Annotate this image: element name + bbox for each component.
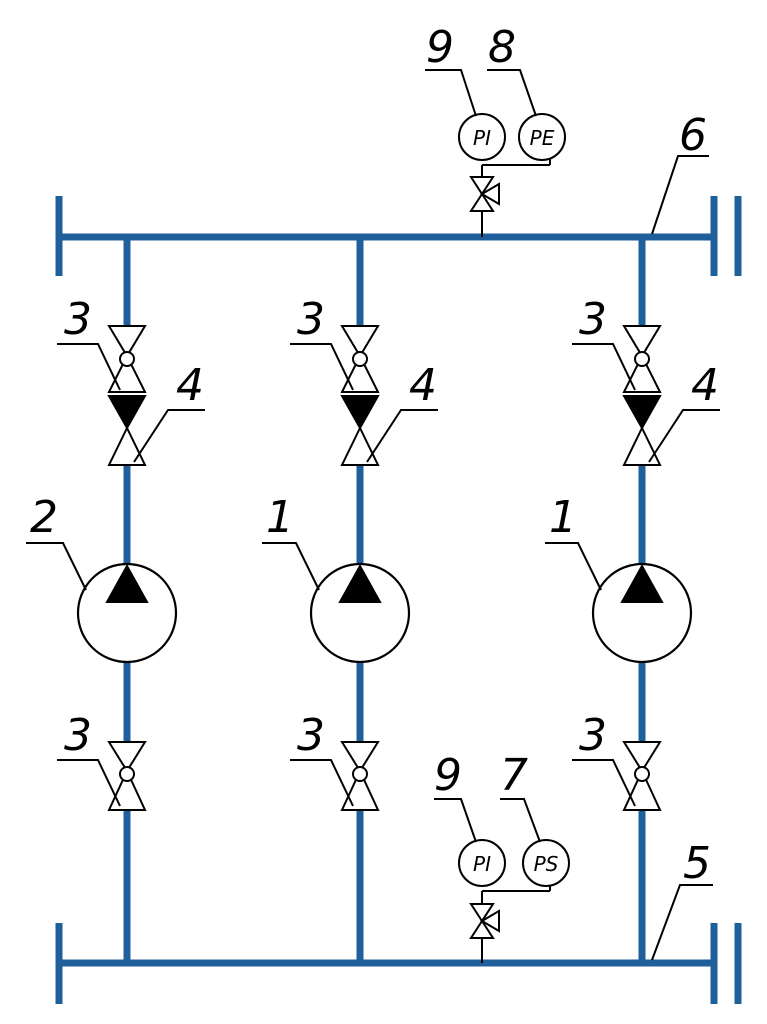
leader-line (545, 542, 602, 591)
pressure-switch-code: PS (534, 852, 559, 876)
check-valve (107, 395, 147, 431)
three-way-valve (469, 192, 495, 212)
shutoff-valve (340, 353, 380, 393)
leader-line (572, 759, 636, 807)
label-pressure-indicator-top: 9 (426, 22, 454, 73)
pressure-indicator-circle (458, 839, 506, 887)
label-shutoff-valve: 3 (579, 294, 607, 345)
label-suction-header: 5 (683, 838, 711, 889)
leader-line (500, 798, 541, 843)
leader-line (366, 409, 438, 463)
leader-line (434, 798, 477, 843)
label-discharge-header: 6 (679, 110, 707, 161)
shutoff-valve-ball (352, 351, 368, 367)
label-pressure-element: 8 (488, 22, 516, 73)
shutoff-valve-ball (634, 766, 650, 782)
leader-line (57, 759, 121, 807)
leader-line (133, 409, 205, 463)
check-valve (622, 395, 662, 431)
leader-line (648, 409, 720, 463)
check-valve (340, 425, 380, 466)
three-way-valve (480, 909, 500, 933)
leader-line (290, 759, 354, 807)
three-way-valve (480, 182, 500, 206)
shutoff-valve-ball (119, 766, 135, 782)
pressure-indicator-code: PI (473, 126, 491, 150)
pump-arrow (338, 563, 382, 603)
shutoff-valve (622, 325, 662, 358)
shutoff-valve (107, 325, 147, 358)
shutoff-valve (107, 353, 147, 393)
pressure-switch-circle (522, 839, 570, 887)
shutoff-valve (340, 325, 380, 358)
label-pressure-indicator-bottom: 9 (434, 750, 462, 801)
pump-arrow (105, 563, 149, 603)
leader-line (487, 69, 537, 117)
leader-line (425, 69, 477, 117)
instrument-group-top: PI PE 9 8 (425, 22, 566, 237)
leader-line (262, 542, 320, 591)
branch-left (76, 237, 178, 963)
label-shutoff-valve: 3 (64, 294, 92, 345)
label-shutoff-valve: 3 (297, 294, 325, 345)
leader-line (57, 343, 121, 391)
label-shutoff-valve: 3 (64, 710, 92, 761)
leader-line (572, 343, 636, 391)
shutoff-valve-ball (634, 351, 650, 367)
shutoff-valve (340, 741, 380, 773)
leader-line (290, 343, 354, 391)
label-check-valve: 4 (176, 360, 204, 411)
pressure-indicator-code: PI (473, 852, 491, 876)
branch-right (591, 237, 693, 963)
shutoff-valve (622, 353, 662, 393)
shutoff-valve (622, 741, 662, 773)
label-shutoff-valve: 3 (297, 710, 325, 761)
shutoff-valve-ball (119, 351, 135, 367)
label-check-valve: 4 (691, 360, 719, 411)
leader-line (651, 884, 713, 961)
label-shutoff-valve: 3 (579, 710, 607, 761)
label-pump: 1 (266, 492, 294, 543)
instrument-group-bottom: PI PS 9 7 (434, 750, 570, 963)
pump-arrow (620, 563, 664, 603)
pressure-element-code: PE (530, 126, 555, 150)
label-pump: 2 (30, 492, 58, 543)
label-pump: 1 (549, 492, 577, 543)
label-check-valve: 4 (409, 360, 437, 411)
shutoff-valve-ball (352, 766, 368, 782)
label-pressure-switch: 7 (500, 750, 528, 801)
shutoff-valve (107, 741, 147, 773)
check-valve (622, 425, 662, 466)
three-way-valve (469, 919, 495, 939)
leader-line (26, 542, 87, 591)
check-valve (107, 425, 147, 466)
leader-line (651, 155, 709, 235)
pressure-element-circle (518, 113, 566, 161)
branch-middle (309, 237, 411, 963)
check-valve (340, 395, 380, 431)
pressure-indicator-circle (458, 113, 506, 161)
